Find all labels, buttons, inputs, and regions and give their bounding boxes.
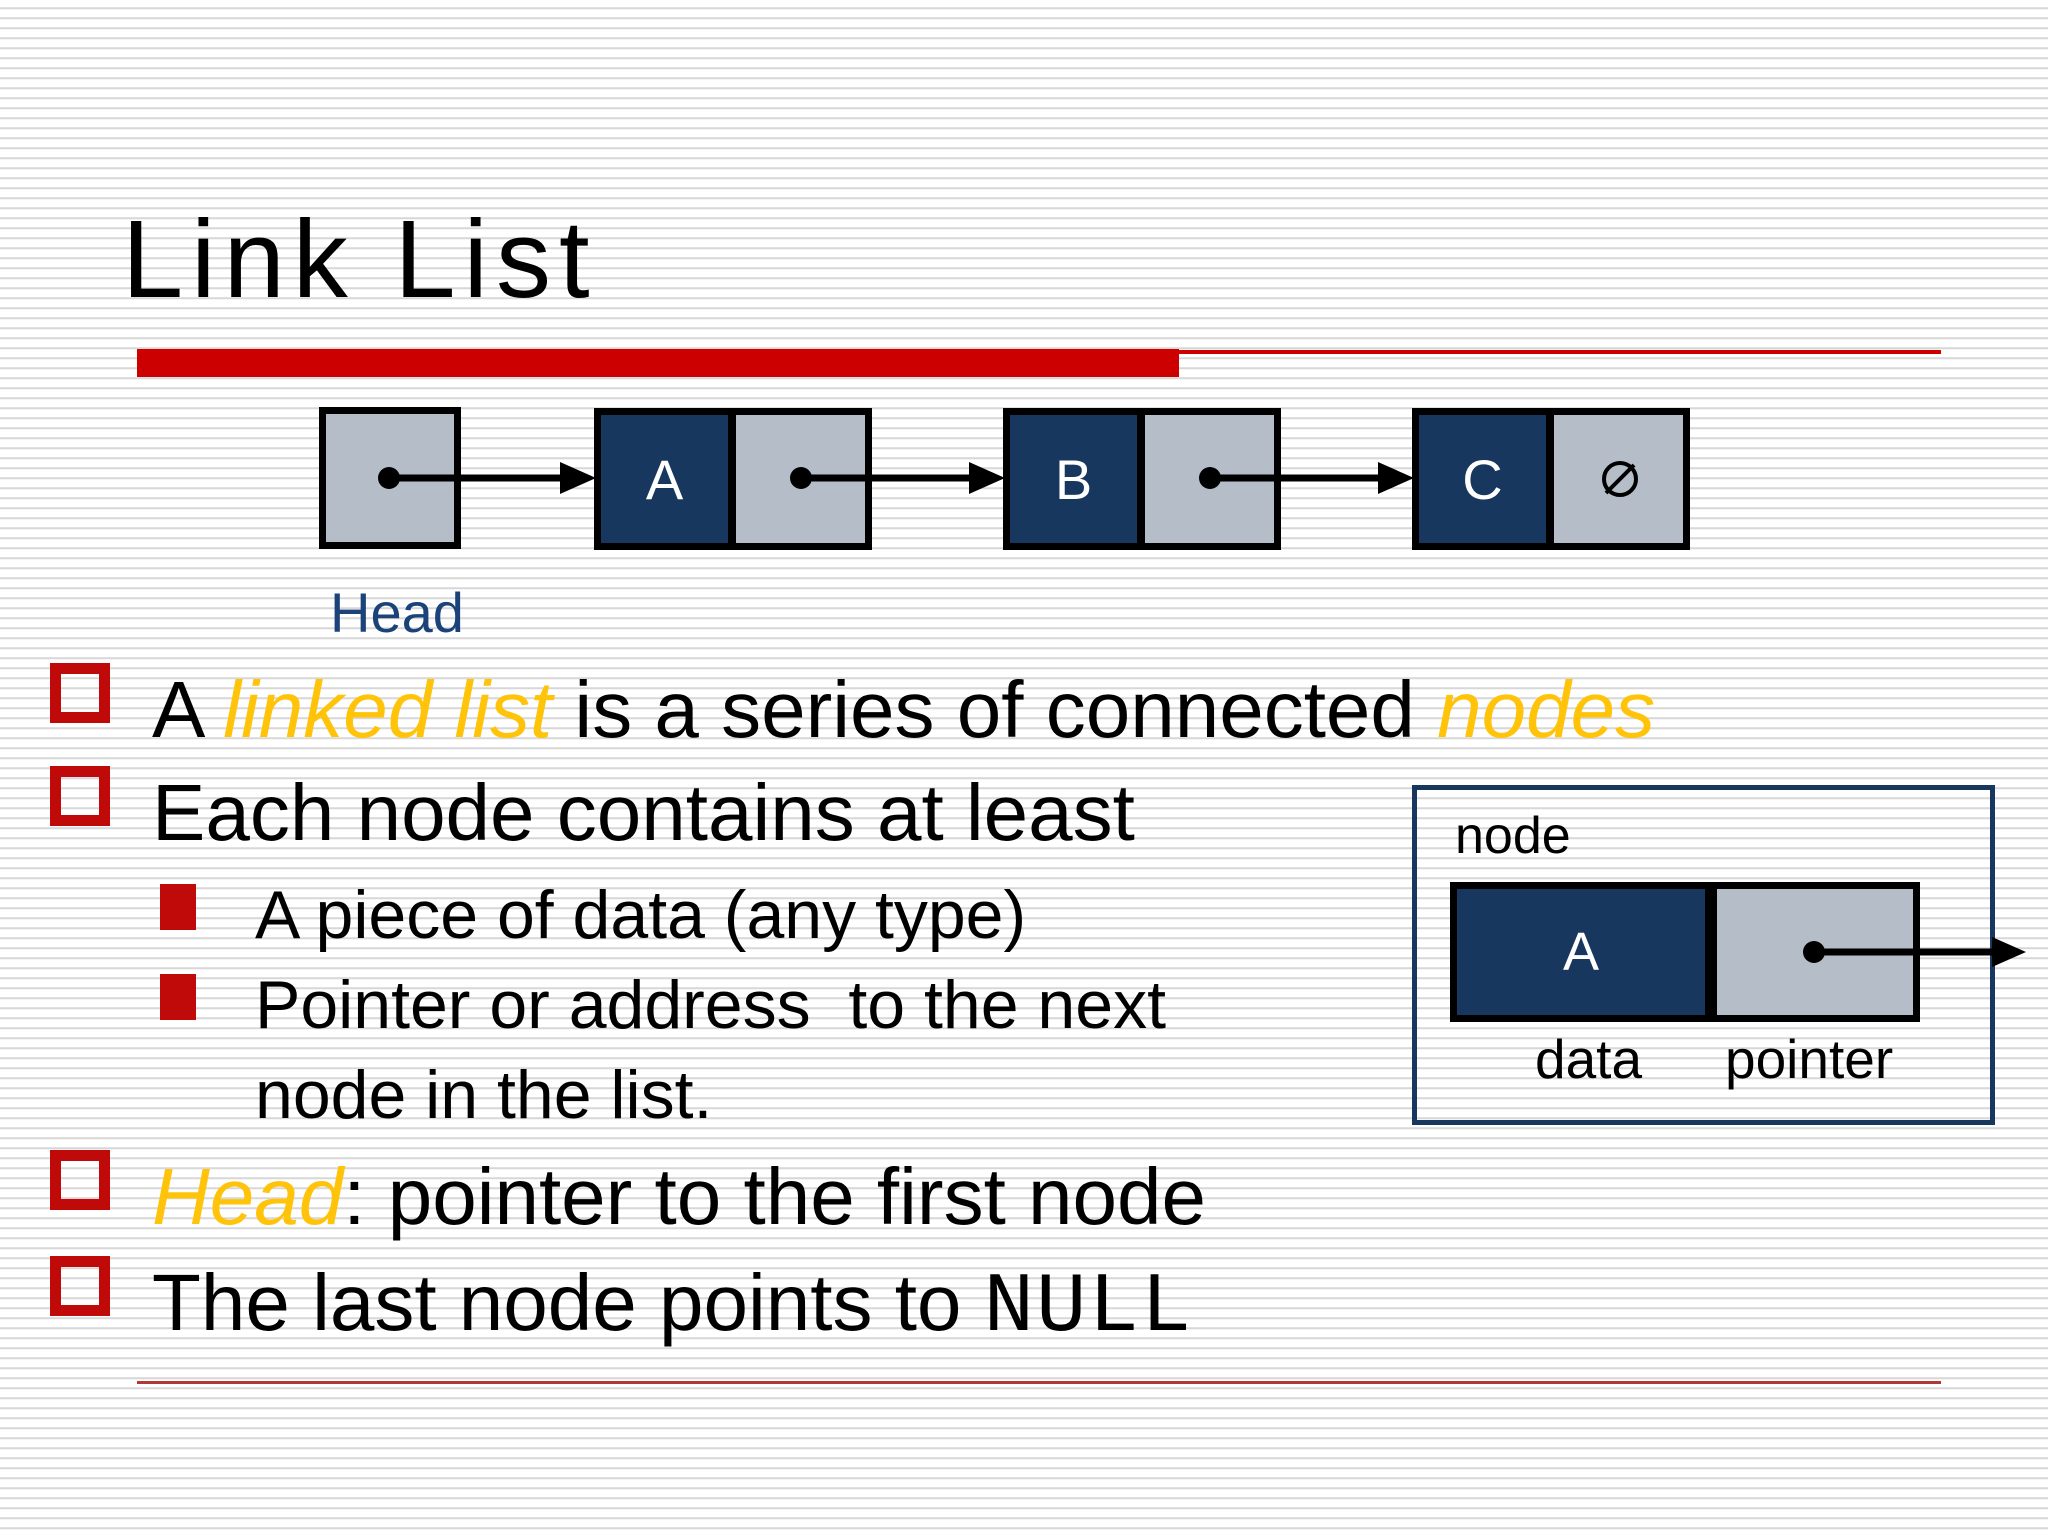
- null-code-text: NULL: [983, 1261, 1194, 1356]
- emphasis-head: Head: [152, 1152, 344, 1241]
- bullet-text: Each node contains at least: [152, 768, 1135, 857]
- node-c-data-cell: C: [1419, 415, 1546, 543]
- data-caption: data: [1535, 1028, 1643, 1090]
- title-underline-thin-line: [1179, 350, 1941, 354]
- filled-square-bullet-icon: [160, 974, 196, 1020]
- pointer-caption: pointer: [1725, 1028, 1894, 1090]
- sub-bullet-text: node in the list.: [255, 1057, 713, 1133]
- node-b-pointer-cell: [1145, 415, 1274, 543]
- bullet-text-segment: The last node points to: [152, 1258, 984, 1347]
- footer-divider-line: [137, 1381, 1941, 1384]
- hollow-square-bullet-icon: [50, 1256, 110, 1316]
- node-structure-figure: node A data pointer: [1412, 785, 1995, 1125]
- node-c-pointer-cell: [1554, 415, 1683, 543]
- sub-bullet-pointer: Pointer or address to the next: [160, 958, 1166, 1053]
- bullet-text-segment: is a series of connected: [552, 665, 1438, 754]
- node-figure-label: node: [1455, 807, 1571, 865]
- node-a-pointer-cell: [736, 415, 865, 543]
- node-b-data-cell: B: [1010, 415, 1137, 543]
- figure-data-cell: A: [1457, 889, 1705, 1015]
- bullet-text-segment: : pointer to the first node: [343, 1152, 1206, 1241]
- head-pointer-box: [319, 407, 461, 549]
- bullet-null: The last node points to NULL: [50, 1248, 1193, 1364]
- bullet-text: The last node points to NULL: [152, 1248, 1193, 1364]
- hollow-square-bullet-icon: [50, 663, 110, 723]
- head-label: Head: [330, 581, 464, 644]
- page-title: Link List: [122, 198, 598, 321]
- title-underline-bar: [137, 349, 1179, 377]
- sub-bullet-data: A piece of data (any type): [160, 868, 1026, 963]
- filled-square-bullet-icon: [160, 884, 196, 930]
- bullet-text: A linked list is a series of connected n…: [152, 655, 1655, 765]
- emphasis-linked-list: linked list: [223, 665, 553, 754]
- node-b: B: [1003, 408, 1281, 550]
- figure-pointer-cell: [1717, 889, 1913, 1015]
- sub-bullet-text: A piece of data (any type): [255, 877, 1027, 953]
- bullet-text-segment: A: [152, 665, 224, 754]
- sub-bullet-pointer-continuation: node in the list.: [255, 1048, 712, 1143]
- hollow-square-bullet-icon: [50, 766, 110, 826]
- bullet-text: Head: pointer to the first node: [152, 1142, 1206, 1252]
- figure-node: A: [1450, 882, 1920, 1022]
- hollow-square-bullet-icon: [50, 1150, 110, 1210]
- node-c: C: [1412, 408, 1690, 550]
- node-a: A: [594, 408, 872, 550]
- bullet-each-node: Each node contains at least: [50, 758, 1135, 868]
- sub-bullet-text: Pointer or address to the next: [255, 967, 1166, 1043]
- node-a-data-cell: A: [601, 415, 728, 543]
- bullet-linked-list: A linked list is a series of connected n…: [50, 655, 1655, 765]
- emphasis-nodes: nodes: [1437, 665, 1656, 754]
- bullet-head: Head: pointer to the first node: [50, 1142, 1206, 1252]
